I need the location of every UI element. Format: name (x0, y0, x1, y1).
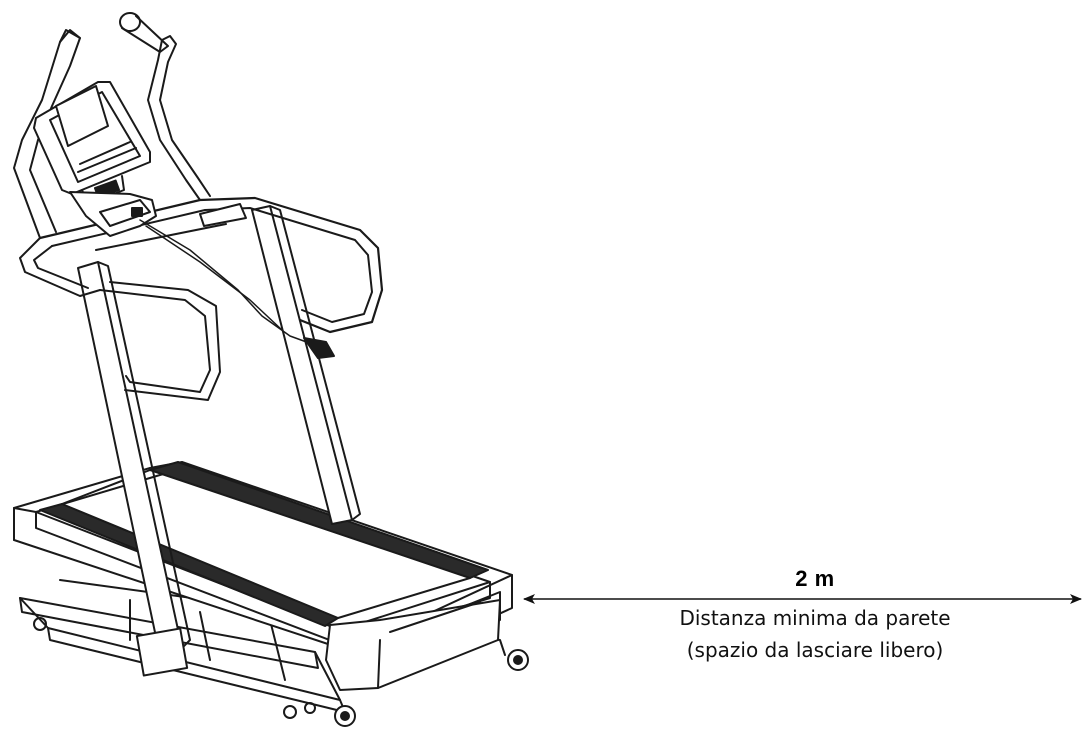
motor-hood (325, 599, 501, 691)
clearance-caption-line-2: (spazio da lasciare libero) (686, 638, 944, 662)
clearance-distance-value: 2 m (795, 566, 835, 591)
left-upright (77, 261, 191, 677)
transport-wheels (334, 649, 529, 727)
clearance-caption-line-1: Distanza minima da parete (679, 606, 951, 630)
pulse-handles (13, 12, 211, 239)
treadmill-drawing (13, 12, 529, 727)
safety-key-cord (139, 219, 335, 359)
right-upright (251, 205, 361, 525)
running-belt (39, 461, 489, 627)
console (33, 81, 157, 237)
